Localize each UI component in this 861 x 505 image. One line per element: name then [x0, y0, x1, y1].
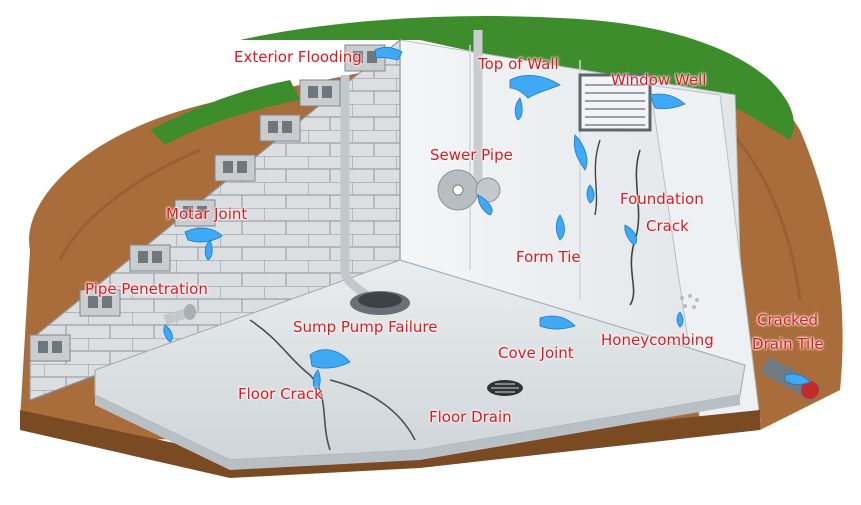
label-crack: Crack: [646, 217, 689, 235]
label-exterior-flooding: Exterior Flooding: [234, 48, 362, 66]
label-pipe-penetration: Pipe Penetration: [85, 280, 208, 298]
label-floor-drain: Floor Drain: [429, 408, 512, 426]
label-form-tie: Form Tie: [516, 248, 581, 266]
label-foundation: Foundation: [620, 190, 704, 208]
label-sewer-pipe: Sewer Pipe: [430, 146, 513, 164]
water-drips: [163, 46, 811, 391]
label-cove-joint: Cove Joint: [498, 344, 574, 362]
label-cracked: Cracked: [757, 311, 818, 329]
honeycomb-dots: [680, 294, 699, 309]
grass-left: [150, 80, 300, 145]
label-honeycombing: Honeycombing: [601, 331, 714, 349]
label-motar-joint: Motar Joint: [166, 205, 248, 223]
label-floor-crack: Floor Crack: [238, 385, 323, 403]
label-drain-tile: Drain Tile: [752, 335, 824, 353]
label-window-well: Window Well: [611, 71, 707, 89]
floor-drain: [487, 380, 523, 396]
wall-crack-line: [594, 139, 601, 216]
grass: [240, 16, 794, 140]
label-sump-pump-failure: Sump Pump Failure: [293, 318, 438, 336]
floor-edge: [95, 395, 740, 470]
label-top-of-wall: Top of Wall: [478, 55, 559, 73]
floor-crack-line: [249, 319, 416, 451]
window: [578, 73, 652, 132]
subsoil: [20, 410, 760, 478]
